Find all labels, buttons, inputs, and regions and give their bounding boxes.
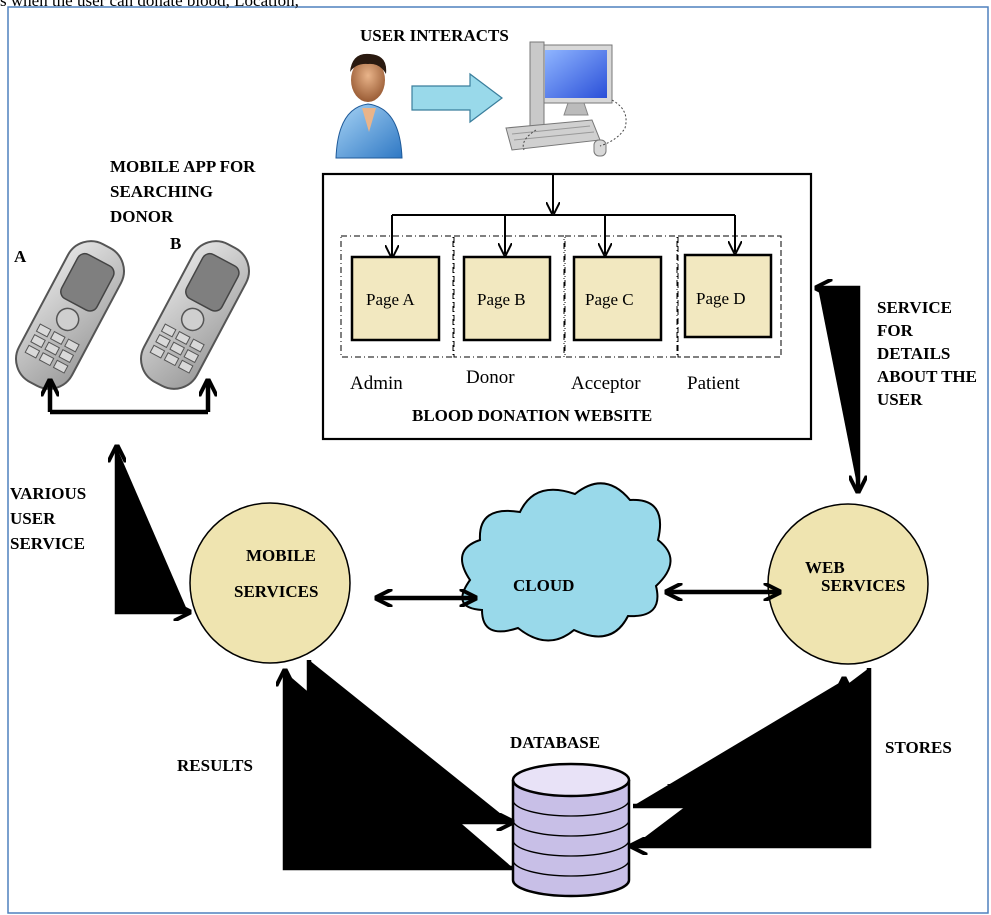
- page-b-label: Page B: [477, 290, 526, 309]
- user-icon: [335, 53, 403, 159]
- page-a-label: Page A: [366, 290, 415, 309]
- cloud-node: [461, 482, 672, 642]
- role-patient-label: Patient: [687, 373, 740, 394]
- database-icon: [511, 762, 631, 898]
- user-interacts-label: USER INTERACTS: [360, 26, 509, 45]
- service-details-line-3: DETAILS: [877, 344, 951, 363]
- stores-label: STORES: [885, 738, 952, 757]
- caption-fragment: s when the user can donate blood, Locati…: [0, 0, 299, 10]
- page-box-a: [350, 255, 441, 342]
- stores-link: [633, 668, 872, 846]
- phone-a-label: A: [14, 247, 27, 266]
- phone-b-label: B: [170, 234, 182, 253]
- various-user-service-line-1: VARIOUS: [10, 484, 87, 503]
- website-web-link: [818, 288, 858, 490]
- mobile-services-label-line-1: MOBILE: [246, 546, 316, 565]
- mobile-services-node: [189, 502, 351, 664]
- results-label: RESULTS: [177, 756, 253, 775]
- various-user-service-line-3: SERVICE: [10, 534, 85, 553]
- phone-a-icon: [15, 240, 125, 390]
- mobile-app-title-line-3: DONOR: [110, 207, 174, 226]
- role-acceptor-label: Acceptor: [571, 373, 641, 394]
- website-title: BLOOD DONATION WEBSITE: [412, 406, 653, 425]
- role-donor-label: Donor: [466, 367, 515, 388]
- searches-link: [306, 660, 511, 822]
- website-box: [321, 172, 813, 441]
- page-box-b: [462, 255, 552, 342]
- page-c-label: Page C: [585, 290, 634, 309]
- retrieves-label: RETRIEVES: [667, 780, 766, 799]
- page-container-b: [453, 235, 565, 358]
- page-container-c: [564, 235, 678, 358]
- interaction-arrow: [411, 72, 503, 124]
- various-user-service-line-2: USER: [10, 509, 56, 528]
- page-container-a: [340, 235, 454, 358]
- phone-b-icon: [140, 240, 250, 390]
- web-services-label-line-1: WEB: [805, 558, 845, 577]
- database-label: DATABASE: [510, 733, 601, 752]
- mobile-app-title-line-1: MOBILE APP FOR: [110, 157, 256, 176]
- mobile-service-link: [117, 448, 188, 612]
- page-box-c: [572, 255, 663, 342]
- searches-label: SEARCHES: [340, 783, 432, 802]
- service-details-line-5: USER: [877, 390, 923, 409]
- page-box-d: [683, 253, 773, 339]
- outer-frame: [7, 6, 989, 914]
- service-details-line-2: FOR: [877, 321, 913, 340]
- service-details-line-4: ABOUT THE: [877, 367, 977, 386]
- mobile-services-label-line-2: SERVICES: [234, 582, 319, 601]
- page-d-label: Page D: [696, 289, 746, 308]
- page-container-d: [677, 235, 782, 358]
- mobile-app-title-line-2: SEARCHING: [110, 182, 213, 201]
- computer-icon: [505, 41, 627, 157]
- role-admin-label: Admin: [350, 373, 403, 394]
- cloud-label: CLOUD: [513, 576, 575, 595]
- web-services-label-line-2: SERVICES: [821, 576, 906, 595]
- service-details-line-1: SERVICE: [877, 298, 952, 317]
